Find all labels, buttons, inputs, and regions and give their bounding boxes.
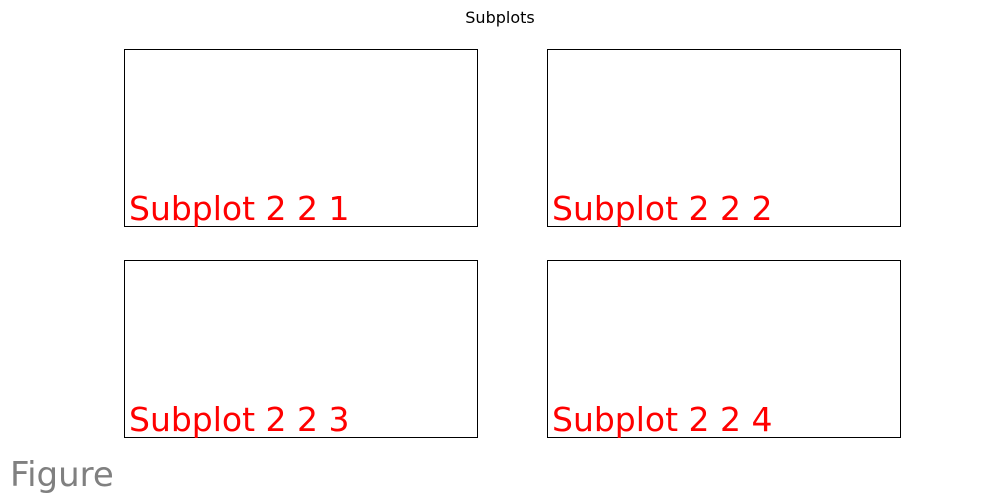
- subplot-label: Subplot 2 2 4: [552, 400, 773, 439]
- subplot-2-2-3: Subplot 2 2 3: [124, 260, 478, 439]
- subplot-2-2-2: Subplot 2 2 2: [547, 49, 901, 228]
- subplot-label: Subplot 2 2 1: [129, 189, 350, 228]
- subplot-label: Subplot 2 2 3: [129, 400, 350, 439]
- figure-suptitle: Subplots: [465, 8, 535, 27]
- figure-label: Figure: [10, 455, 114, 495]
- subplot-label: Subplot 2 2 2: [552, 189, 773, 228]
- subplot-2-2-4: Subplot 2 2 4: [547, 260, 901, 439]
- subplot-2-2-1: Subplot 2 2 1: [124, 49, 478, 228]
